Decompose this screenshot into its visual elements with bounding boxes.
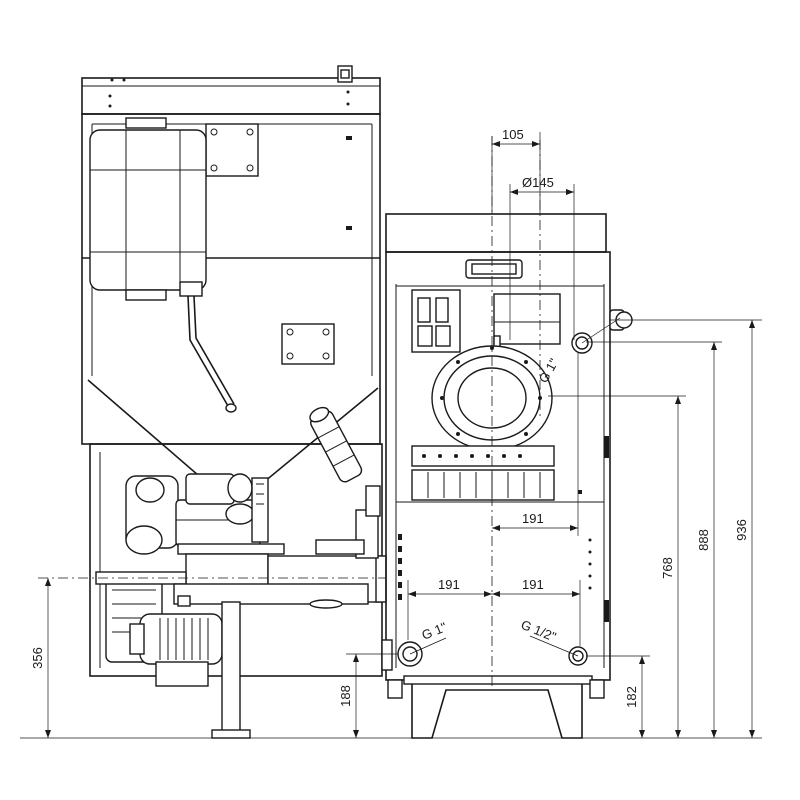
dim-left-connection-offset: 191 [438, 577, 460, 592]
dim-height-lower-right-connection: 182 [624, 686, 639, 708]
dimension-lines [20, 132, 762, 739]
boiler-body [381, 213, 633, 739]
dim-flue-diameter: Ø145 [522, 175, 554, 190]
label-thread-lower-left: G 1" [420, 619, 450, 643]
dim-height-lower-left-connection: 188 [338, 685, 353, 707]
burner-feeder-assembly [89, 406, 387, 739]
dim-height-feeder: 356 [30, 647, 45, 669]
dim-offset-top: 105 [502, 127, 524, 142]
dim-flange-offset: 191 [522, 511, 544, 526]
dim-height-upper-connection: 888 [696, 529, 711, 551]
label-thread-lower-right: G 1/2" [519, 617, 559, 645]
dim-right-connection-offset: 191 [522, 577, 544, 592]
dim-height-flue-axis: 768 [660, 557, 675, 579]
dim-height-total: 936 [734, 519, 749, 541]
label-thread-upper: G 1" [536, 356, 562, 386]
